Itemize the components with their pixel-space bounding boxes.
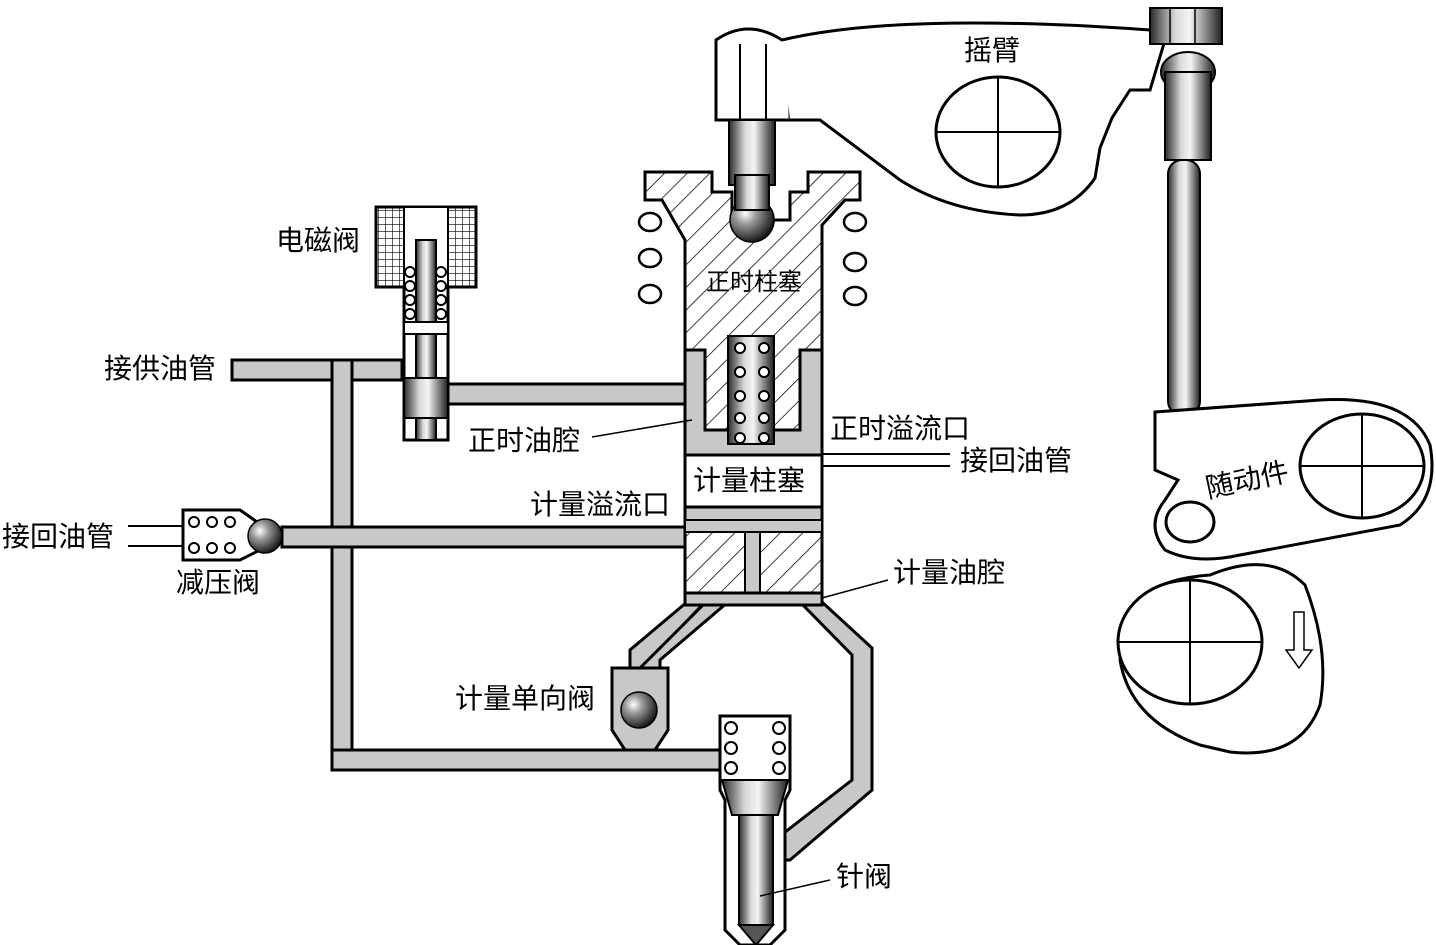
pressure-reducing-valve — [128, 508, 283, 562]
nozzle — [718, 714, 792, 945]
rocker-arm-label: 摇臂 — [964, 34, 1020, 67]
metering-plunger-label: 计量柱塞 — [693, 464, 805, 497]
check-valve-ball — [620, 691, 658, 729]
rocker-arm — [781, 7, 1223, 217]
push-rod — [1160, 51, 1216, 416]
supply-pipe-label: 接供油管 — [104, 352, 216, 385]
timing-chamber-label: 正时油腔 — [468, 424, 580, 457]
metering-chamber — [683, 519, 824, 607]
return-pipe-right-label: 接回油管 — [960, 444, 1072, 477]
return-pipe-left-label: 接回油管 — [2, 520, 114, 553]
metering-spill-port-label: 计量溢流口 — [530, 488, 670, 521]
needle-valve-label: 针阀 — [836, 860, 892, 893]
cam — [1116, 563, 1325, 755]
timing-spill-port-label: 正时溢流口 — [830, 412, 970, 445]
timing-plunger-label: 正时柱塞 — [706, 268, 802, 296]
follower — [1153, 398, 1434, 561]
return-line-left — [280, 525, 689, 549]
manifold-vertical — [330, 358, 354, 772]
timing-spring — [727, 335, 775, 445]
supply-pipe-to-timing — [438, 382, 692, 406]
upper-tappet — [714, 27, 792, 243]
leader-lines — [591, 419, 889, 897]
metering-chamber-label: 计量油腔 — [893, 556, 1005, 589]
metering-check-valve-label: 计量单向阀 — [455, 682, 595, 715]
rotation-arrow-icon — [1284, 611, 1314, 670]
bottom-line — [330, 748, 724, 772]
solenoid-valve — [374, 205, 478, 442]
solenoid-valve-label: 电磁阀 — [276, 224, 360, 257]
supply-pipe-left — [230, 358, 404, 382]
pressure-reducing-valve-label: 减压阀 — [176, 566, 260, 599]
